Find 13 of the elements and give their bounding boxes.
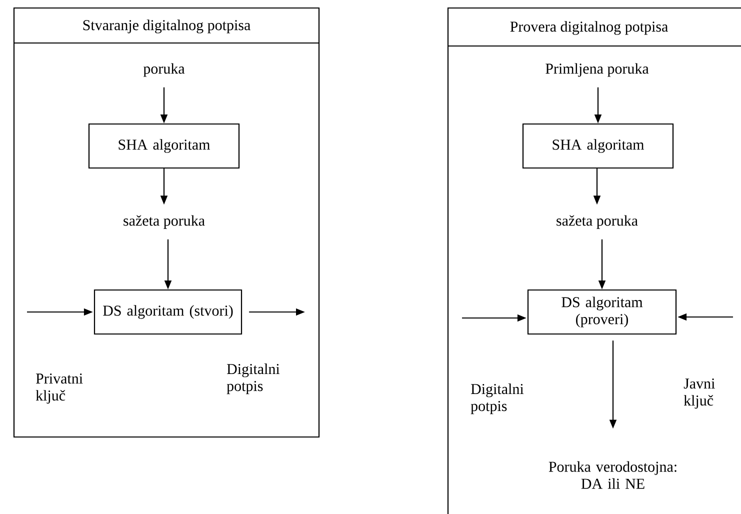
process-box: DS algoritam (proveri) — [527, 289, 677, 335]
process-box: SHA algoritam — [88, 123, 240, 169]
text-label: sažeta poruka — [556, 215, 638, 229]
text-label: sažeta poruka — [124, 215, 205, 229]
text-label: Poruka verodostojna: DA ili NE — [548, 461, 676, 489]
process-box: SHA algoritam — [522, 123, 674, 169]
text-label: Primljena poruka — [546, 63, 649, 77]
text-label: poruka — [143, 63, 185, 77]
text-label: Privatni ključ — [36, 374, 83, 404]
text-label: Digitalni potpis — [470, 384, 524, 414]
process-box: DS algoritam (stvori) — [94, 289, 242, 335]
text-label: Digitalni potpis — [226, 364, 280, 394]
text-label: Javni ključ — [684, 378, 715, 409]
